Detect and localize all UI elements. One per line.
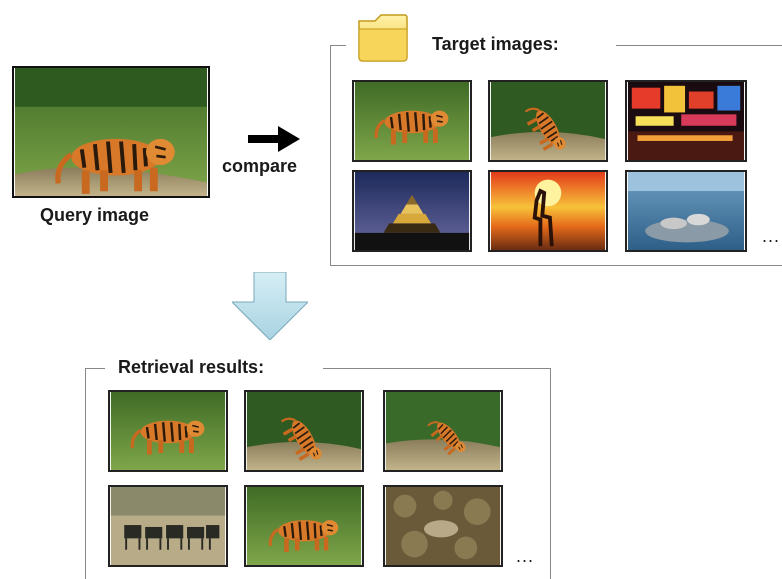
result-image-5 bbox=[244, 485, 364, 567]
retrieval-results-title: Retrieval results: bbox=[118, 357, 265, 377]
query-image-label: Query image bbox=[40, 205, 150, 225]
target-images-title: Target images: bbox=[432, 34, 559, 54]
target-image-5 bbox=[488, 170, 608, 252]
target-image-3 bbox=[625, 80, 747, 162]
arrow-down-icon bbox=[232, 272, 308, 340]
result-image-6 bbox=[383, 485, 503, 567]
result-image-2 bbox=[244, 390, 364, 472]
arrow-right-icon bbox=[248, 126, 300, 152]
compare-label: compare bbox=[222, 156, 298, 176]
target-image-1 bbox=[352, 80, 472, 162]
result-image-1 bbox=[108, 390, 228, 472]
result-image-4 bbox=[108, 485, 228, 567]
query-image bbox=[12, 66, 210, 198]
folder-icon bbox=[358, 14, 408, 62]
target-image-6 bbox=[625, 170, 747, 252]
target-image-2 bbox=[488, 80, 608, 162]
target-image-4 bbox=[352, 170, 472, 252]
tiger-image bbox=[15, 68, 207, 196]
target-more-ellipsis: ... bbox=[762, 226, 781, 246]
results-more-ellipsis: ... bbox=[516, 546, 535, 566]
result-image-3 bbox=[383, 390, 503, 472]
